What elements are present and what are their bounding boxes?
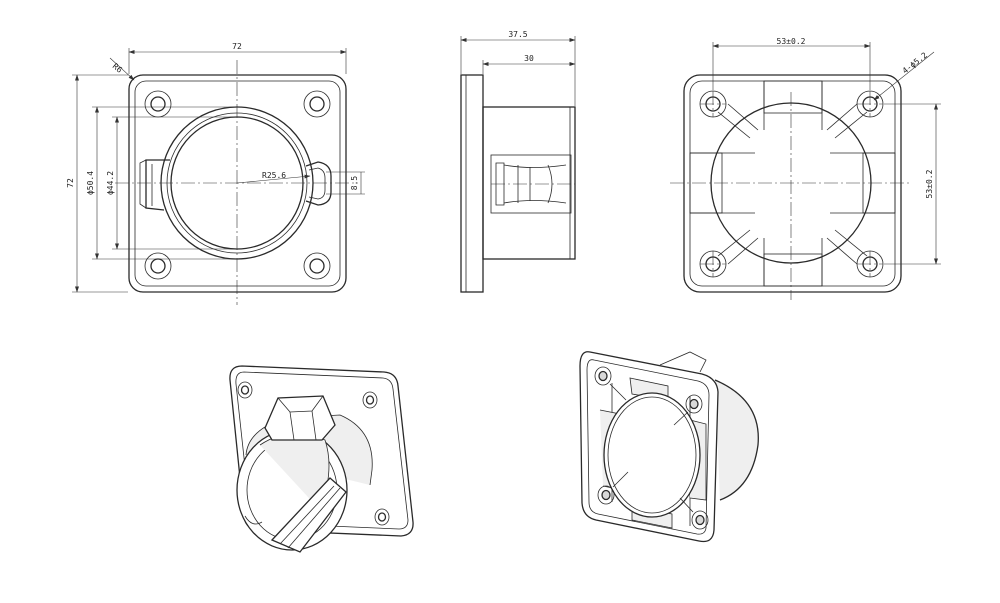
front-latch-right (305, 161, 332, 206)
rear-flange (683, 74, 902, 293)
iso-rear-bore (603, 392, 701, 518)
side-body (482, 106, 576, 260)
front-key-left (145, 159, 170, 211)
front-flange (128, 74, 347, 293)
side-view: 37.5 30 (460, 30, 576, 293)
iso-front-slot (270, 477, 347, 553)
dim-slot-width: 8.5 (350, 176, 359, 191)
rear-view: 53±0.2 53±0.2 4-ϕ5.2 (670, 37, 941, 300)
iso-front-view (229, 365, 414, 553)
dim-radius: R25.6 (262, 171, 286, 180)
side-flange (460, 74, 484, 293)
dim-front-height: 72 (66, 178, 75, 188)
rear-mounting-holes (699, 90, 884, 278)
iso-rear-body (714, 379, 759, 501)
dim-inner-diameter: ϕ44.2 (106, 171, 115, 195)
dim-corner-radius: R6 (111, 62, 124, 75)
dim-hole-spacing-v: 53±0.2 (925, 169, 934, 198)
front-flange-inner-edge (134, 80, 341, 287)
iso-rear-view (579, 351, 759, 543)
dim-hole-spacing-h: 53±0.2 (777, 37, 806, 46)
front-mounting-holes (144, 90, 331, 280)
dim-hole-callout: 4-ϕ5.2 (901, 51, 929, 76)
dim-body-depth: 30 (524, 54, 534, 63)
dim-total-depth: 37.5 (508, 30, 527, 39)
dim-front-width: 72 (232, 42, 242, 51)
dim-outer-diameter: ϕ50.4 (86, 171, 95, 195)
iso-front-latch (264, 395, 336, 441)
rear-ribs (689, 80, 896, 287)
front-view: 72 72 ϕ50.4 ϕ44.2 R6 R25.6 8.5 (66, 42, 365, 305)
